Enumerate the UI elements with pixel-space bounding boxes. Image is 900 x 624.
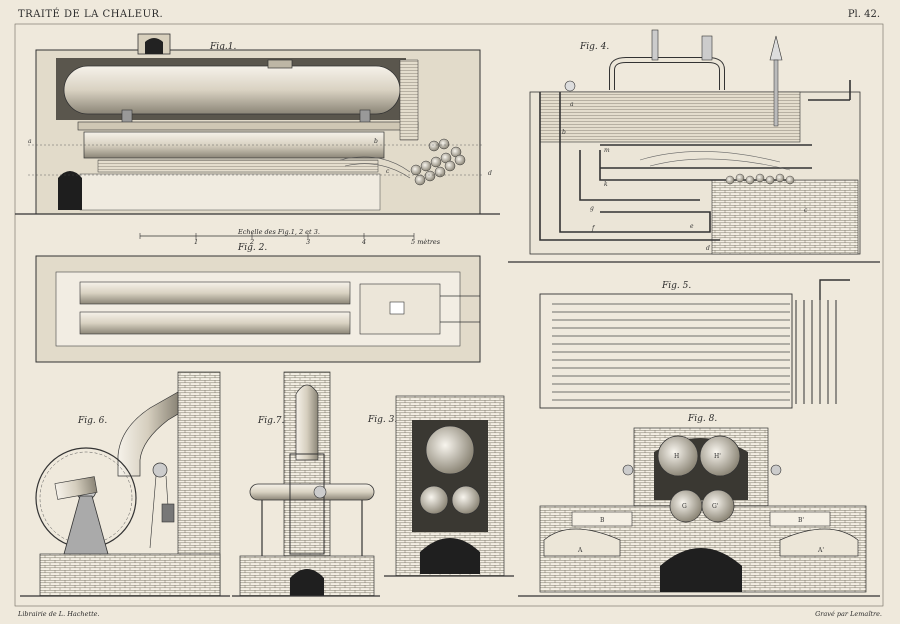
fig4-letter-f: f <box>591 225 596 232</box>
fig5-label: Fig. 5. <box>662 281 692 291</box>
fig8-label: Fig. 8. <box>688 414 718 424</box>
scale-mark-1: 1 <box>194 238 199 246</box>
fig8-letter-A-prime: A' <box>817 547 824 554</box>
fig2-drawing <box>35 255 481 363</box>
fig8-letter-A: A <box>577 547 583 554</box>
fig4-letter-d: d <box>706 245 710 252</box>
fig3-label: Fig. 3. <box>368 415 398 425</box>
scale-bar <box>139 233 415 239</box>
fig6-label: Fig. 6. <box>78 416 108 426</box>
fig4-label: Fig. 4. <box>580 42 610 52</box>
fig8-letter-G-prime: G' <box>712 503 719 510</box>
scale-mark-2: 2 <box>250 238 255 246</box>
fig4-drawing <box>508 29 880 263</box>
scale-caption: Echelle des Fig.1, 2 et 3. <box>238 228 320 236</box>
fig6-drawing <box>20 371 230 597</box>
fig4-letter-e: e <box>690 223 694 230</box>
fig8-drawing <box>518 427 880 597</box>
fig7-drawing <box>232 371 380 597</box>
fig3-drawing <box>384 395 514 577</box>
fig8-letter-H: H <box>674 453 679 460</box>
fig1-drawing <box>15 33 500 215</box>
publisher-credit: Librairie de L. Hachette. <box>18 610 100 618</box>
fig4-letter-c: c <box>804 207 808 214</box>
fig4-letter-b: b <box>562 129 566 136</box>
scale-mark-3: 3 <box>306 238 311 246</box>
fig5-drawing <box>539 279 850 409</box>
fig8-letter-H-prime: H' <box>714 453 721 460</box>
fig8-letter-B-prime: B' <box>798 517 804 524</box>
fig1-letter-a: a <box>28 138 32 145</box>
fig8-letter-B: B <box>600 517 605 524</box>
fig2-label: Fig. 2. <box>238 243 268 253</box>
engraver-credit: Gravé par Lemaître. <box>815 610 882 618</box>
fig7-label: Fig.7. <box>258 416 285 426</box>
scale-mark-5: 5 mètres <box>411 238 441 246</box>
fig8-letter-G: G <box>682 503 687 510</box>
plate-title: TRAITÉ DE LA CHALEUR. <box>18 9 164 20</box>
fig1-letter-d: d <box>488 170 492 177</box>
fig1-letter-c: c <box>386 168 390 175</box>
fig1-label: Fig.1. <box>210 42 237 52</box>
fig1-letter-b: b <box>374 138 378 145</box>
scale-mark-4: 4 <box>362 238 367 246</box>
fig4-letter-k: k <box>604 181 608 188</box>
plate-number: Pl. 42. <box>847 9 880 20</box>
fig4-letter-g: g <box>590 205 594 212</box>
fig4-letter-m: m <box>604 147 610 154</box>
fig4-letter-a: a <box>570 101 574 108</box>
